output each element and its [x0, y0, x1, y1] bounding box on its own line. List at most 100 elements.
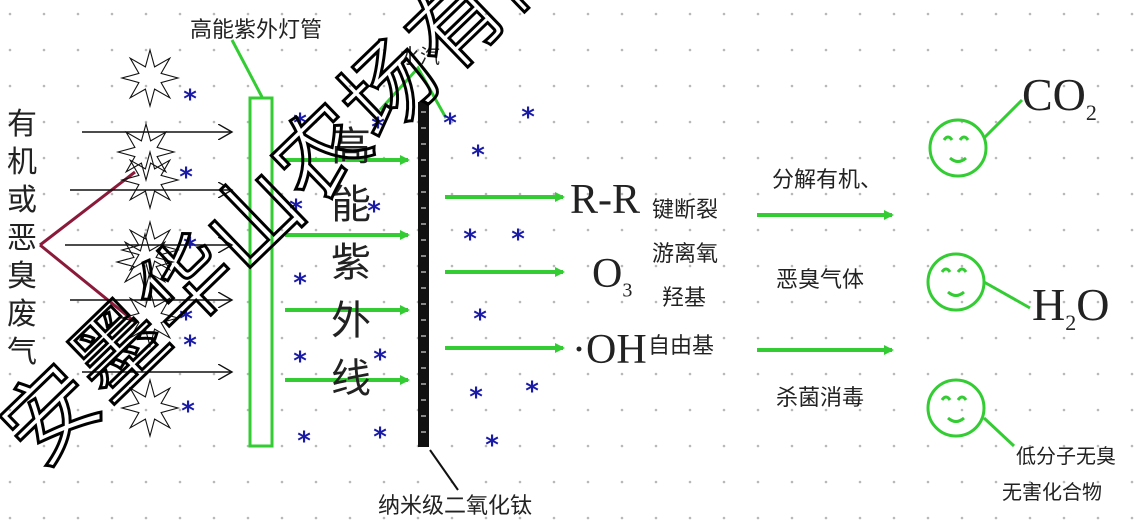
grid-dot: [42, 192, 46, 196]
grid-dot: [756, 120, 760, 124]
smiley-faces: [926, 98, 1031, 448]
sterilize-label: 杀菌消毒: [776, 386, 865, 411]
grid-dot: [722, 516, 726, 520]
grid-dot: [280, 12, 284, 16]
grid-dot: [892, 156, 896, 160]
grid-dot: [756, 84, 760, 88]
grid-dot: [1062, 408, 1066, 412]
grid-dot: [484, 444, 488, 448]
grid-dot: [348, 48, 352, 52]
grid-dot: [586, 480, 590, 484]
grid-dot: [1062, 192, 1066, 196]
grid-dot: [960, 444, 964, 448]
grid-dot: [892, 228, 896, 232]
grid-dot: [76, 300, 80, 304]
grid-dot: [1130, 264, 1134, 268]
grid-dot: [654, 192, 658, 196]
grid-dot: [8, 516, 12, 520]
particle-asterisk: *: [521, 103, 535, 133]
particle-asterisk: *: [183, 85, 197, 115]
grid-dot: [586, 336, 590, 340]
grid-dot: [790, 336, 794, 340]
grid-dot: [110, 444, 114, 448]
particle-asterisk: *: [289, 195, 303, 225]
grid-dot: [382, 48, 386, 52]
grid-dot: [824, 228, 828, 232]
decompose-label-line1: 分解有机、: [772, 168, 883, 193]
grid-dot: [722, 156, 726, 160]
grid-dot: [960, 228, 964, 232]
grid-dot: [756, 264, 760, 268]
grid-dot: [348, 192, 352, 196]
grid-dot: [518, 228, 522, 232]
grid-dot: [722, 84, 726, 88]
grid-dot: [756, 480, 760, 484]
grid-dot: [688, 336, 692, 340]
grid-dot: [280, 372, 284, 376]
grid-dot: [1028, 300, 1032, 304]
grid-dot: [824, 372, 828, 376]
grid-dot: [926, 300, 930, 304]
grid-dot: [246, 480, 250, 484]
grid-dot: [450, 192, 454, 196]
grid-dot: [790, 264, 794, 268]
uv-light-label: 高 能 紫 外 线: [328, 118, 374, 408]
grid-dot: [960, 300, 964, 304]
particle-asterisk: *: [179, 163, 193, 193]
grid-dot: [450, 408, 454, 412]
grid-dot: [348, 336, 352, 340]
grid-dot: [858, 480, 862, 484]
grid-dot: [348, 120, 352, 124]
grid-dot: [688, 516, 692, 520]
grid-dot: [756, 444, 760, 448]
grid-dot: [8, 156, 12, 160]
decompose-label-line2: 恶臭气体: [776, 268, 865, 293]
grid-dot: [688, 156, 692, 160]
grid-dot: [144, 48, 148, 52]
grid-dot: [42, 336, 46, 340]
grid-dot: [484, 372, 488, 376]
decompose-arrows: [757, 210, 894, 355]
grid-dot: [858, 372, 862, 376]
grid-dot: [76, 336, 80, 340]
grid-dot: [994, 84, 998, 88]
grid-dot: [110, 12, 114, 16]
grid-dot: [76, 264, 80, 268]
uv-lamp-pointer: [230, 39, 264, 98]
grid-dot: [76, 84, 80, 88]
grid-dot: [586, 48, 590, 52]
grid-dot: [382, 444, 386, 448]
grid-dot: [620, 300, 624, 304]
particle-asterisk: *: [473, 305, 487, 335]
grid-dot: [994, 228, 998, 232]
grid-dot: [722, 300, 726, 304]
grid-dot: [484, 120, 488, 124]
grid-dot: [416, 12, 420, 16]
grid-dot: [314, 120, 318, 124]
grid-dot: [110, 408, 114, 412]
grid-dot: [756, 156, 760, 160]
grid-dot: [654, 444, 658, 448]
grid-dot: [1096, 228, 1100, 232]
smiley-co2: [928, 98, 1024, 178]
hydroxyl-label: 羟基: [662, 286, 707, 311]
grid-dot: [348, 372, 352, 376]
grid-dot: [1130, 444, 1134, 448]
grid-dot: [42, 516, 46, 520]
grid-dot: [926, 444, 930, 448]
grid-dot: [552, 372, 556, 376]
grid-dot: [178, 48, 182, 52]
dot-grid: [8, 12, 1134, 520]
grid-dot: [926, 156, 930, 160]
grid-dot: [1130, 84, 1134, 88]
grid-dot: [8, 84, 12, 88]
grid-dot: [654, 516, 658, 520]
grid-dot: [586, 264, 590, 268]
grid-dot: [858, 516, 862, 520]
grid-dot: [1062, 300, 1066, 304]
grid-dot: [314, 228, 318, 232]
grid-dot: [42, 300, 46, 304]
grid-dot: [8, 444, 12, 448]
grid-dot: [1130, 12, 1134, 16]
grid-dot: [892, 264, 896, 268]
